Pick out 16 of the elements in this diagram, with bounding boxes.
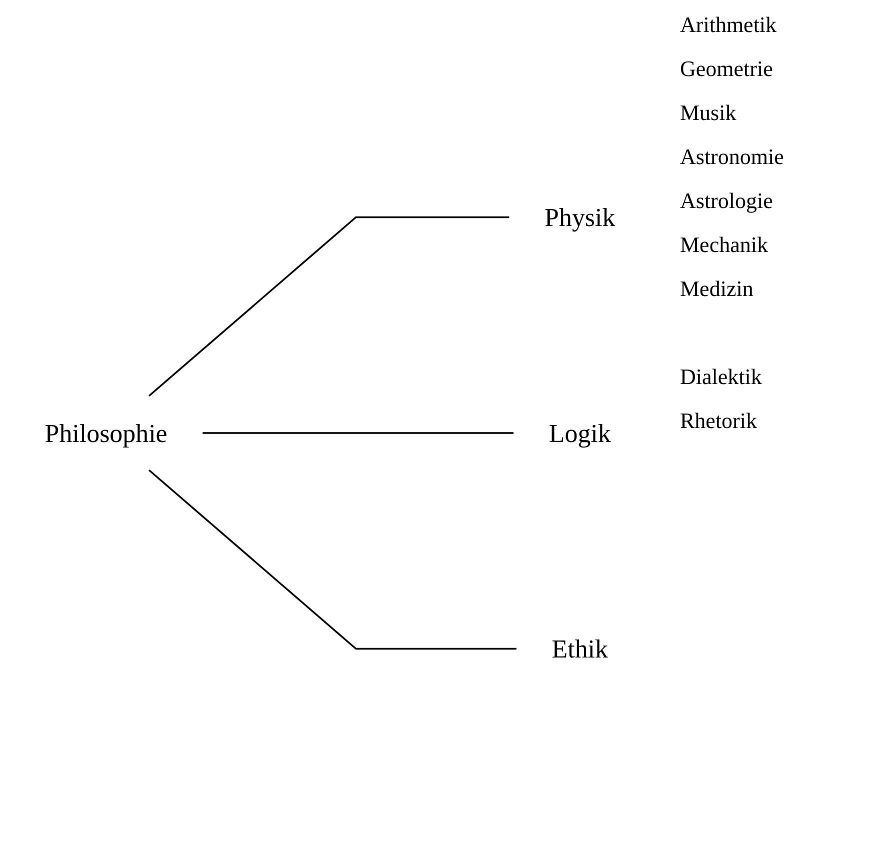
- subject-label: Astronomie: [680, 146, 784, 168]
- text-label: Physik: [544, 202, 616, 232]
- subject-label: Geometrie: [680, 58, 774, 80]
- connector-line: [148, 216, 510, 397]
- text-label: Logik: [548, 418, 611, 448]
- text-label: Ethik: [552, 634, 608, 664]
- connector-line: [202, 432, 514, 434]
- subject-label: Medizin: [680, 278, 754, 300]
- subject-label: Dialektik: [680, 366, 763, 388]
- subject-label: Arithmetik: [680, 14, 778, 36]
- connector-line: [148, 469, 516, 650]
- subject-label: Rhetorik: [680, 410, 758, 432]
- subject-label: Astrologie: [680, 190, 774, 212]
- text-label: Philosophie: [44, 418, 168, 448]
- subject-label: Musik: [680, 102, 738, 124]
- subject-label: Mechanik: [680, 234, 769, 256]
